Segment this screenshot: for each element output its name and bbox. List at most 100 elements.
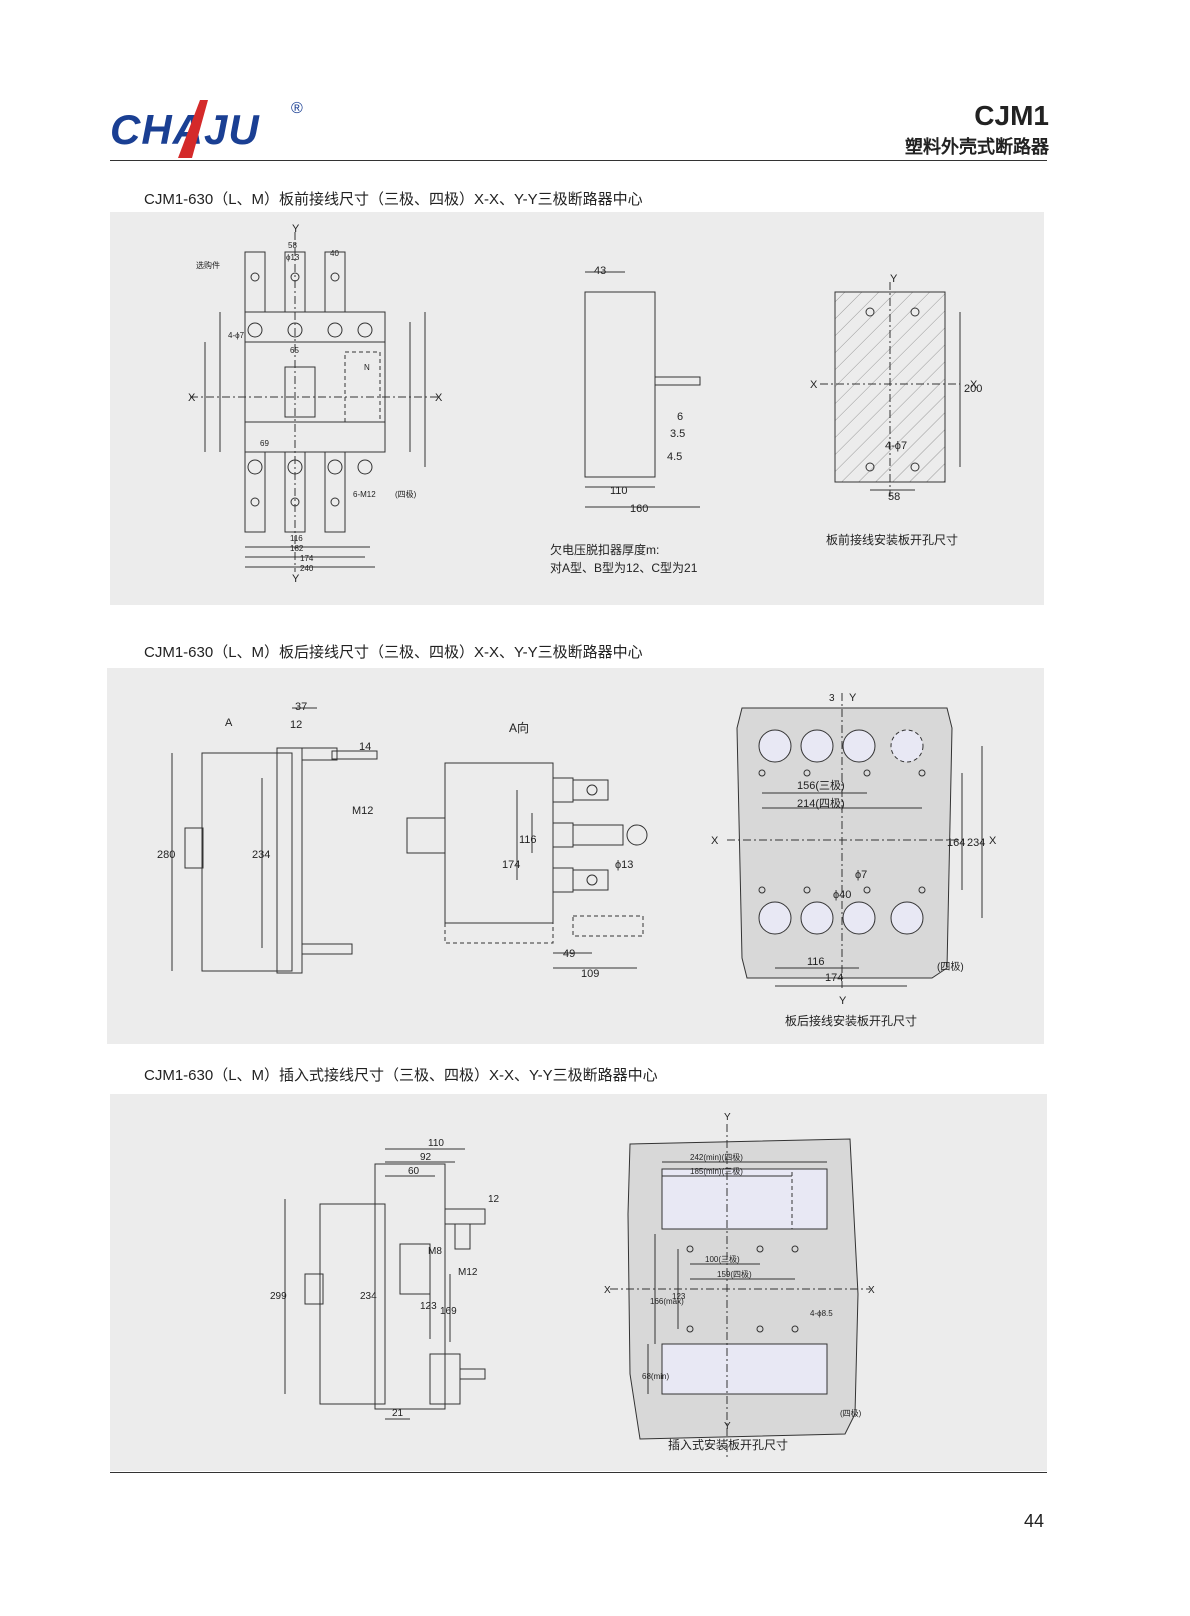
label-d3: 3 [829, 693, 835, 704]
label-d65: 65 [290, 346, 299, 355]
plate-x-right: X [970, 379, 978, 391]
label-m8: M8 [428, 1246, 442, 1257]
section-title-plugin: CJM1-630（L、M）插入式接线尺寸（三极、四极）X-X、Y-Y三极断路器中… [144, 1067, 658, 1084]
label-d92: 92 [420, 1152, 432, 1163]
label-phi7: ϕ7 [855, 869, 867, 881]
label-side-45: 4.5 [667, 451, 682, 463]
label-d280: 280 [157, 849, 175, 861]
section-title-front: CJM1-630（L、M）板前接线尺寸（三极、四极）X-X、Y-Y三极断路器中心 [144, 191, 643, 208]
footer-divider [110, 1472, 1047, 1473]
label-d40: 40 [330, 249, 339, 258]
label-d68: 68(min) [642, 1372, 669, 1381]
label-d116b: 116 [807, 956, 825, 968]
label-d58: 58 [288, 241, 297, 250]
label-d299: 299 [270, 1291, 287, 1302]
label-d60: 60 [408, 1166, 420, 1177]
label-m12: M12 [352, 805, 373, 817]
label-d116: 116 [290, 534, 303, 543]
label-side-6: 6 [677, 411, 683, 423]
label-d242: 242(min)(四极) [690, 1152, 743, 1162]
label-d109: 109 [581, 968, 599, 980]
label-d12: 12 [488, 1194, 500, 1205]
plate-y-bottom: Y [724, 1421, 731, 1432]
label-side-35: 3.5 [670, 428, 685, 440]
label-side-160: 160 [630, 503, 648, 515]
label-d123b: 123 [672, 1292, 686, 1301]
label-d174: 174 [502, 859, 520, 871]
plate-x-right: X [989, 835, 997, 847]
front-connection-svg: Y Y X X 选购件 58 ϕ13 40 4-ϕ7 65 N 69 6-M12… [188, 223, 982, 585]
model-name: CJM1 [974, 100, 1049, 131]
label-d49: 49 [563, 948, 575, 960]
label-d14: 14 [359, 741, 371, 753]
section-title-rear: CJM1-630（L、M）板后接线尺寸（三极、四极）X-X、Y-Y三极断路器中心 [144, 644, 643, 661]
plate-d200: 200 [964, 383, 982, 395]
label-d69: 69 [260, 439, 269, 448]
label-phi40: ϕ40 [833, 889, 851, 901]
label-hole: 4-ϕ8.5 [810, 1309, 833, 1318]
label-d37: 37 [295, 701, 307, 713]
label-phi13: ϕ13 [615, 859, 633, 871]
label-d214: 214(四极) [797, 796, 845, 810]
plate-caption: 插入式安装板开孔尺寸 [668, 1437, 788, 1452]
label-d159: 159(四极) [717, 1269, 752, 1279]
plugin-connection-drawing: 110 92 60 12 M8 M12 299 234 123 169 21 Y… [110, 1094, 1047, 1471]
label-d185: 185(min)(三极) [690, 1166, 743, 1176]
chaju-logo: CHAJU ® [110, 96, 310, 166]
label-optional-part: 选购件 [196, 260, 220, 270]
header-divider [110, 160, 1047, 161]
plate-d58: 58 [888, 491, 900, 503]
logo-peak-icon [178, 100, 208, 158]
plate-x-left: X [810, 379, 818, 391]
note-line-2: 对A型、B型为12、C型为21 [550, 561, 698, 575]
label-d164: 164 [947, 837, 965, 849]
label-a-view: A向 [509, 720, 529, 735]
plate-x-left: X [711, 835, 719, 847]
label-d234: 234 [252, 849, 270, 861]
plate-x-right: X [868, 1285, 875, 1296]
label-y-bottom: Y [292, 573, 300, 585]
registered-mark: ® [291, 100, 303, 117]
label-d240: 240 [300, 564, 314, 573]
note-line-1: 欠电压脱扣器厚度m: [550, 542, 659, 557]
label-x-right: X [435, 392, 443, 404]
product-subtitle: 塑料外壳式断路器 [905, 137, 1049, 157]
label-y-top: Y [292, 223, 300, 235]
plate-caption: 板前接线安装板开孔尺寸 [826, 532, 958, 547]
plate-y-top: Y [849, 692, 857, 704]
label-d234: 234 [360, 1291, 377, 1302]
label-d166: 166(max) [650, 1297, 684, 1306]
plate-hole: 4-ϕ7 [885, 440, 907, 452]
label-d182: 182 [290, 544, 304, 553]
label-four-pole: (四极) [840, 1408, 862, 1418]
rear-connection-drawing: A 37 12 14 M12 280 234 A向 174 116 ϕ13 49… [107, 668, 1044, 1044]
plate-y-top: Y [890, 273, 898, 285]
label-d116: 116 [519, 834, 537, 846]
label-d156: 156(三极) [797, 778, 845, 792]
label-d174b: 174 [825, 972, 843, 984]
label-d21: 21 [392, 1408, 404, 1419]
page-number: 44 [1023, 1511, 1044, 1531]
label-m12: 6-M12 [353, 490, 376, 499]
label-d110: 110 [428, 1138, 444, 1149]
plugin-connection-svg: 110 92 60 12 M8 M12 299 234 123 169 21 Y… [270, 1112, 875, 1459]
plate-x-left: X [604, 1285, 611, 1296]
label-d100: 100(三极) [705, 1254, 740, 1264]
label-d234b: 234 [967, 837, 985, 849]
front-connection-drawing: Y Y X X 选购件 58 ϕ13 40 4-ϕ7 65 N 69 6-M12… [110, 212, 1044, 605]
label-hole: 4-ϕ7 [228, 331, 245, 340]
plate-y-bottom: Y [839, 995, 847, 1007]
label-m12: M12 [458, 1267, 478, 1278]
plate-y-top: Y [724, 1112, 731, 1123]
label-d123: 123 [420, 1301, 437, 1312]
label-four-pole: (四极) [395, 489, 417, 499]
label-d174: 174 [300, 554, 314, 563]
label-a-arrow: A [225, 717, 233, 729]
label-x-left: X [188, 392, 196, 404]
plate-caption: 板后接线安装板开孔尺寸 [785, 1013, 917, 1028]
label-d12: 12 [290, 719, 302, 731]
rear-connection-svg: A 37 12 14 M12 280 234 A向 174 116 ϕ13 49… [157, 692, 997, 1028]
label-d169: 169 [440, 1306, 457, 1317]
label-n: N [364, 363, 370, 372]
label-side-43: 43 [594, 265, 606, 277]
